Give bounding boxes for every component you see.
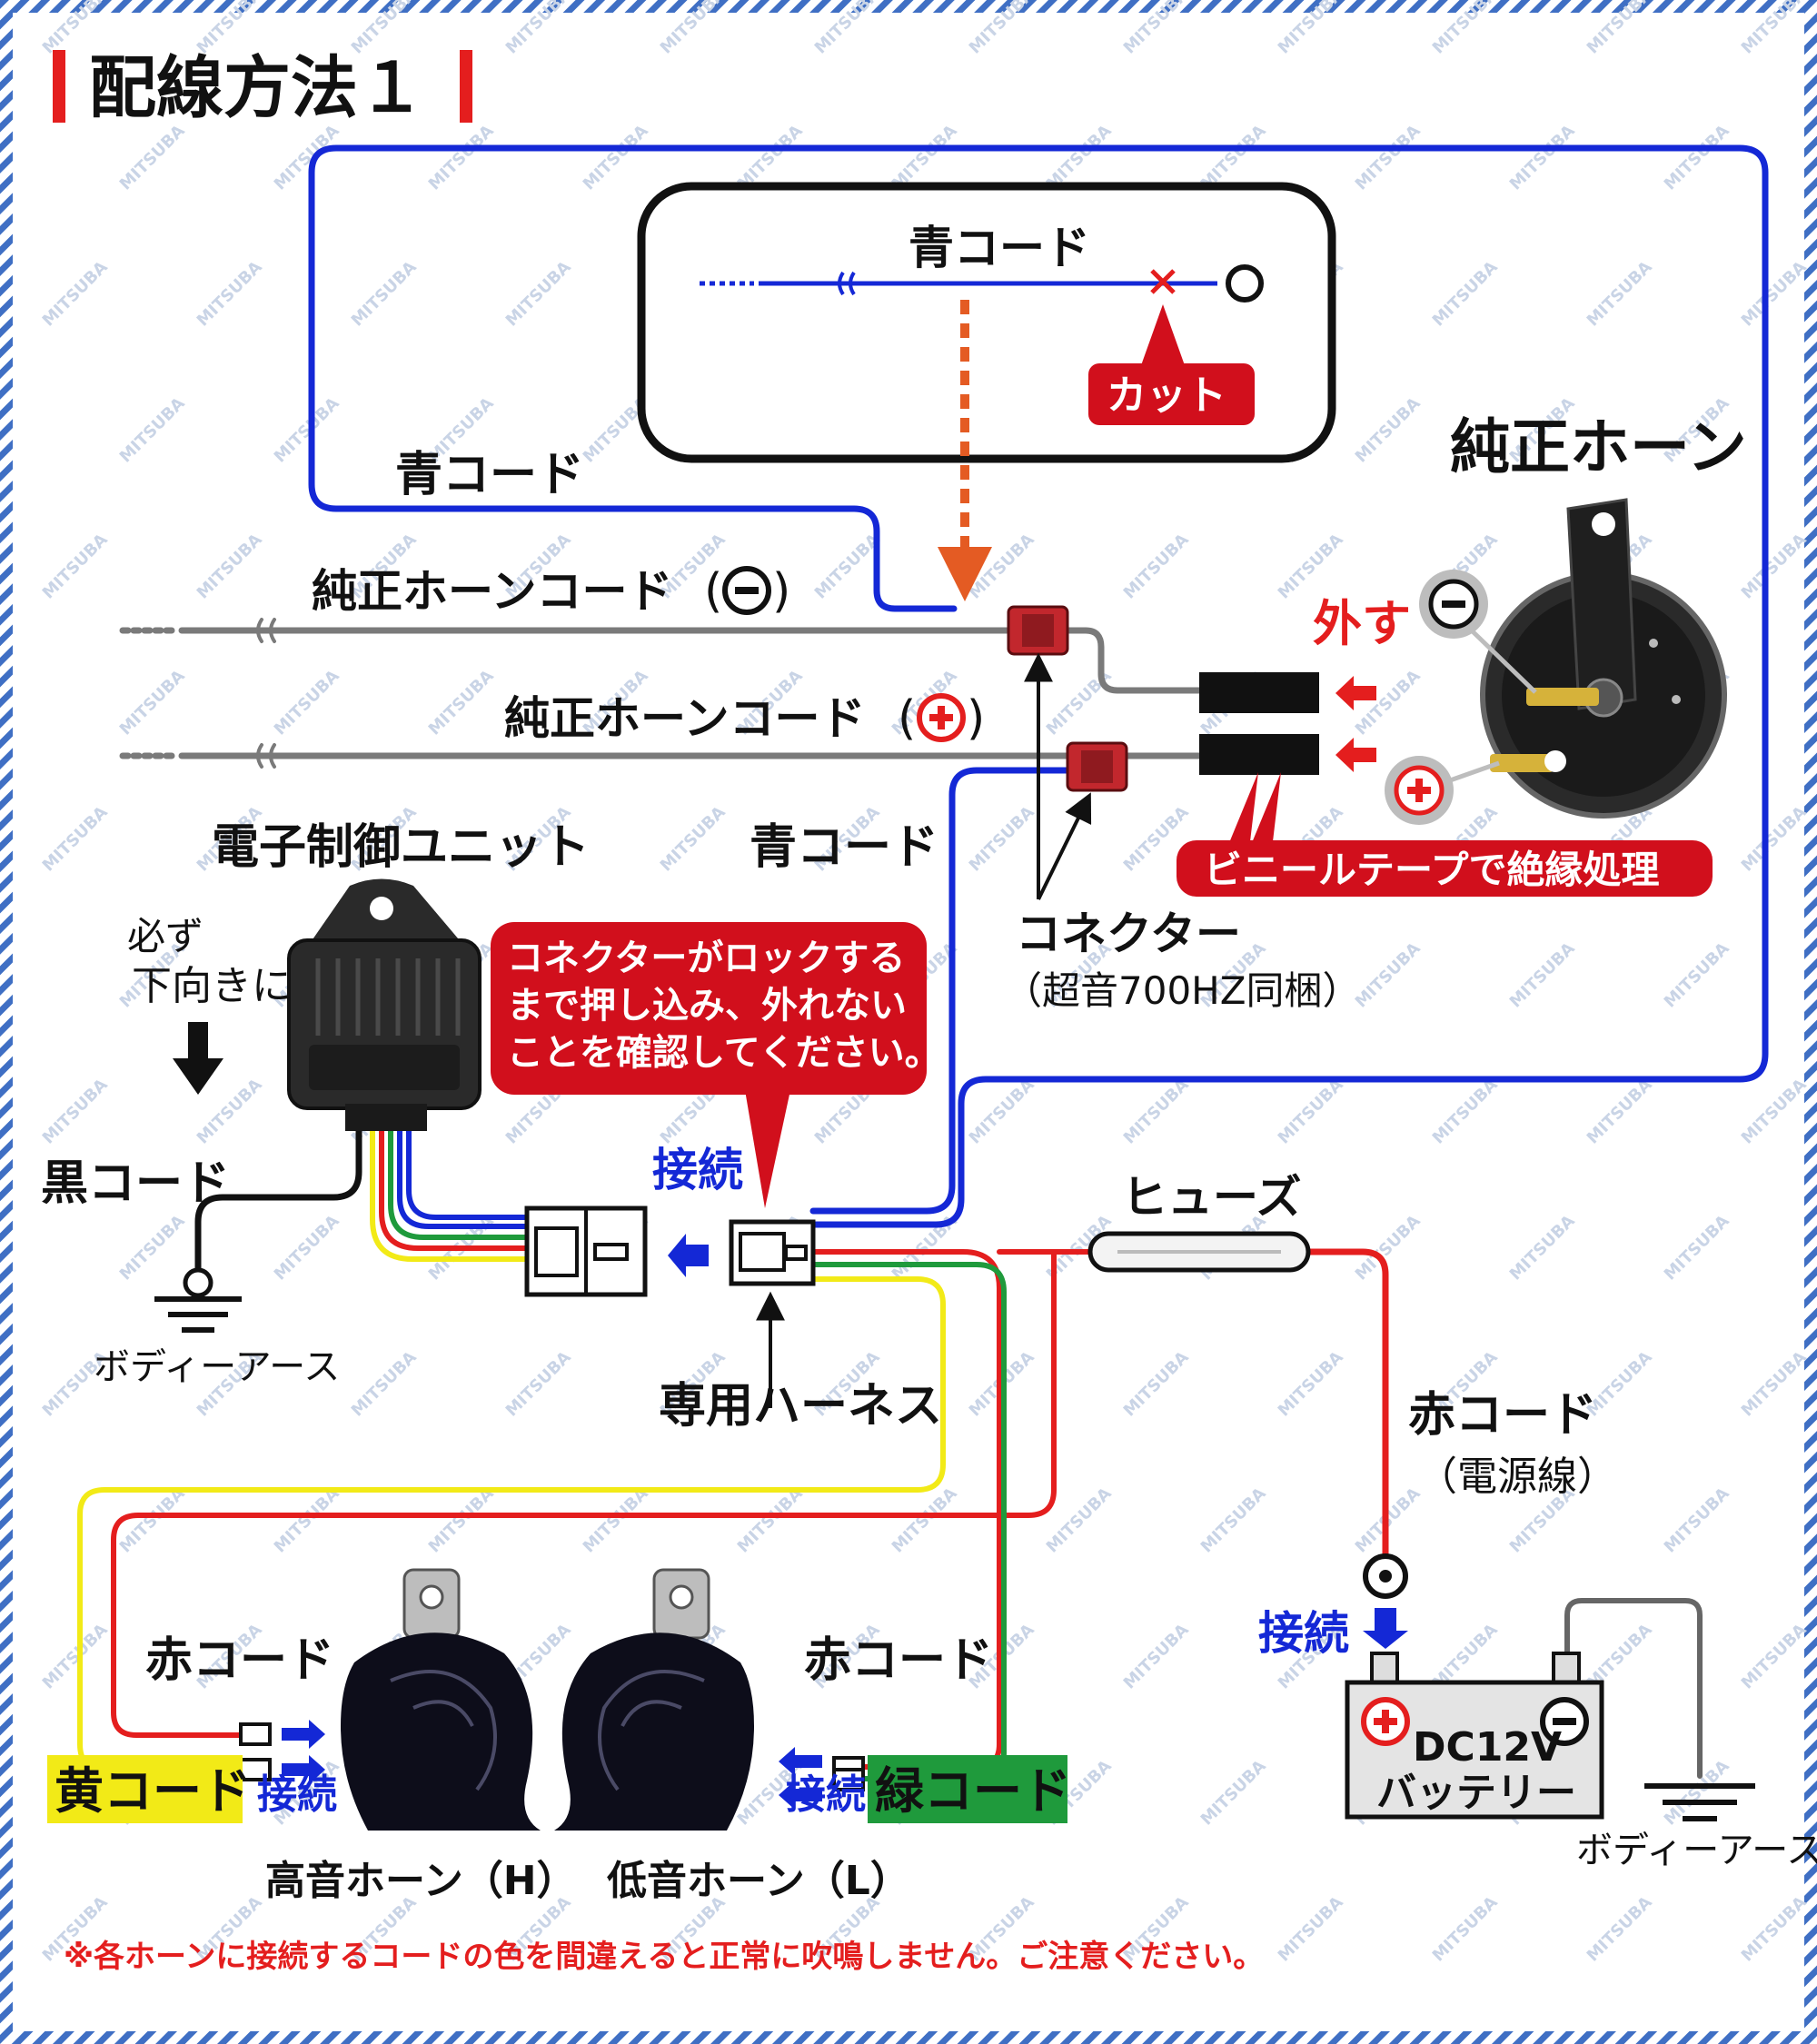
- cut-label: カット: [1107, 372, 1226, 419]
- genuine-cord-minus-label: 純正ホーンコード: [312, 565, 673, 618]
- svg-text:(: (: [704, 564, 722, 619]
- battery-terminal-ring-icon: [1363, 1553, 1408, 1599]
- ecu-blue-wire-2: [397, 1124, 530, 1229]
- power-line-note: （電源線）: [1417, 1454, 1617, 1500]
- tape-block-minus: [1199, 672, 1319, 713]
- down-arrow-icon: [173, 1022, 223, 1095]
- vinyl-tape-note: ビニールテープで絶縁処理: [1204, 848, 1659, 892]
- low-horn-icon: [554, 1568, 754, 1831]
- ecu-yellow-wire: [370, 1124, 530, 1262]
- vinyl-tape-callout: ビニールテープで絶縁処理: [1177, 772, 1713, 897]
- must-face-down-line2: 下向きに: [132, 963, 292, 1009]
- page-title: 配線方法１: [89, 49, 425, 127]
- low-horn-label: 低音ホーン（L）: [607, 1858, 910, 1904]
- minus-terminal-icon: [1419, 570, 1537, 694]
- svg-text:): ): [967, 691, 985, 746]
- fuse-label: ヒューズ: [1122, 1171, 1302, 1224]
- low-horn-terminals: [779, 1747, 865, 1810]
- high-horn-terminals: [239, 1720, 325, 1784]
- battery-icon: [1345, 1652, 1604, 1820]
- green-cord-badge: [868, 1755, 1067, 1823]
- inset-cord-label: 青コード: [908, 222, 1090, 274]
- battery-line1: DC12V: [1413, 1724, 1562, 1771]
- genuine-horn-label: 純正ホーン: [1450, 412, 1747, 482]
- harness-connector-female: [524, 1206, 648, 1297]
- cord-break-marks: [256, 618, 276, 769]
- body-earth-right-label: ボディーアース: [1576, 1830, 1817, 1871]
- connect-right-label: 接続: [786, 1771, 866, 1818]
- lock-note-callout: コネクターがロックする まで押し込み、外れない ことを確認してください。: [491, 922, 941, 1208]
- cut-mark-icon: [1150, 269, 1176, 294]
- connect-left-label: 接続: [257, 1771, 337, 1818]
- dedicated-harness-label: 専用ハーネス: [659, 1379, 942, 1434]
- ecu-red-wire: [379, 1124, 530, 1251]
- title-bar-right: [460, 50, 472, 123]
- body-earth-left-label: ボディーアース: [94, 1346, 340, 1388]
- inset-box: 青コード カット: [637, 182, 1336, 601]
- high-horn-label: 高音ホーン（H）: [265, 1858, 577, 1904]
- ecu-green-wire: [388, 1124, 530, 1240]
- must-face-down-line1: 必ず: [127, 914, 204, 958]
- connector-minus: [1007, 605, 1069, 656]
- plus-terminal-icon: [1385, 756, 1500, 825]
- high-horn-icon: [341, 1568, 541, 1831]
- remove-label: 外す: [1313, 595, 1411, 652]
- earth-symbol-right-icon: [1644, 1783, 1755, 1821]
- lock-note-line3: ことを確認してください。: [507, 1032, 941, 1074]
- harness-red-wire-left: [111, 1249, 1057, 1738]
- cut-badge: [1088, 363, 1255, 425]
- tape-block-plus: [1199, 734, 1319, 775]
- ecu-blue-wire: [406, 1124, 530, 1220]
- harness-connector-male: [729, 1219, 816, 1286]
- ring-terminal-icon: [1226, 264, 1264, 303]
- connect-top-label: 接続: [652, 1144, 743, 1196]
- title-bar-left: [53, 50, 65, 123]
- yellow-cord-label: 黄コード: [55, 1762, 251, 1820]
- blue-cord-top-label: 青コード: [395, 448, 584, 502]
- remove-arrow-icons: [1335, 676, 1376, 772]
- ecu-icon: [287, 878, 482, 1131]
- blue-cord-mid: [809, 767, 1071, 1215]
- svg-text:(: (: [898, 691, 916, 746]
- red-cord-power: [1300, 1248, 1389, 1562]
- red-cord-left-label: 赤コード: [145, 1633, 334, 1688]
- genuine-horn-icon: [1480, 498, 1727, 819]
- fuse-icon: [1087, 1231, 1311, 1273]
- svg-text:): ): [772, 564, 790, 619]
- black-cord-label: 黒コード: [41, 1156, 230, 1211]
- blue-cord-outer: [308, 144, 1769, 1228]
- connector-label: コネクター: [1016, 908, 1241, 960]
- yellow-cord-badge: [47, 1755, 243, 1823]
- red-cord-right-label: 赤コード: [804, 1633, 993, 1688]
- connector-plus: [1066, 741, 1128, 792]
- genuine-cord-plus-label: 純正ホーンコード: [504, 692, 866, 745]
- plus-badge-icon: ( ): [898, 691, 985, 746]
- green-cord-label: 緑コード: [875, 1762, 1071, 1820]
- battery-line2: バッテリー: [1376, 1770, 1576, 1816]
- connect-arrow-icon: [668, 1234, 709, 1277]
- genuine-cord-minus-end: [1064, 627, 1203, 694]
- battery-earth-wire: [1564, 1598, 1703, 1779]
- footnote: ※各ホーンに接続するコードの色を間違えると正常に吹鳴しません。ご注意ください。: [64, 1939, 1264, 1975]
- red-cord-power-label: 赤コード: [1408, 1388, 1597, 1443]
- minus-badge-icon: ( ): [704, 564, 790, 619]
- ecu-label: 電子制御ユニット: [212, 820, 590, 875]
- lock-note-line2: まで押し込み、外れない: [507, 985, 907, 1027]
- battery-connect-arrow-icon: [1363, 1608, 1408, 1649]
- earth-symbol-left-icon: [154, 1267, 242, 1333]
- connect-battery-label: 接続: [1258, 1607, 1349, 1660]
- connector-arrow-2: [1037, 792, 1092, 900]
- blue-cord-mid-label: 青コード: [750, 820, 938, 875]
- black-cord: [194, 1123, 362, 1275]
- title-block: 配線方法１: [53, 49, 472, 127]
- lock-note-line1: コネクターがロックする: [507, 938, 905, 979]
- connector-note: （超音700HZ同梱）: [1004, 968, 1361, 1013]
